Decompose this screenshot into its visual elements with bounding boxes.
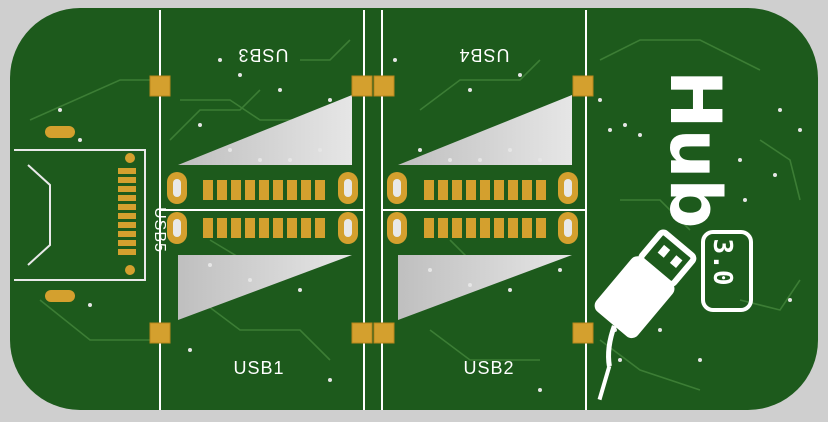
- usb3-label: USB3: [237, 45, 289, 65]
- usb-c-mount-pad-bottom: [45, 290, 75, 302]
- usb5-label: USB5: [151, 207, 168, 253]
- usb-a-contact-pads: [203, 180, 546, 238]
- usb-c-contact-pads: [118, 153, 136, 275]
- version-badge: [701, 230, 753, 312]
- usb4-label: USB4: [458, 45, 510, 65]
- usb-c-receptacle: [14, 149, 146, 281]
- version-text: 3.0: [707, 238, 737, 286]
- usb2-label: USB2: [463, 358, 515, 378]
- oval-pad-holes: [173, 179, 572, 237]
- board-slots: [178, 95, 572, 320]
- hub-title: Hub: [654, 70, 736, 229]
- vias: [58, 58, 802, 392]
- square-pads: [149, 75, 594, 344]
- usb-c-mount-pad-top: [45, 126, 75, 138]
- usb-stick-icon: [594, 229, 697, 401]
- usb1-label: USB1: [233, 358, 285, 378]
